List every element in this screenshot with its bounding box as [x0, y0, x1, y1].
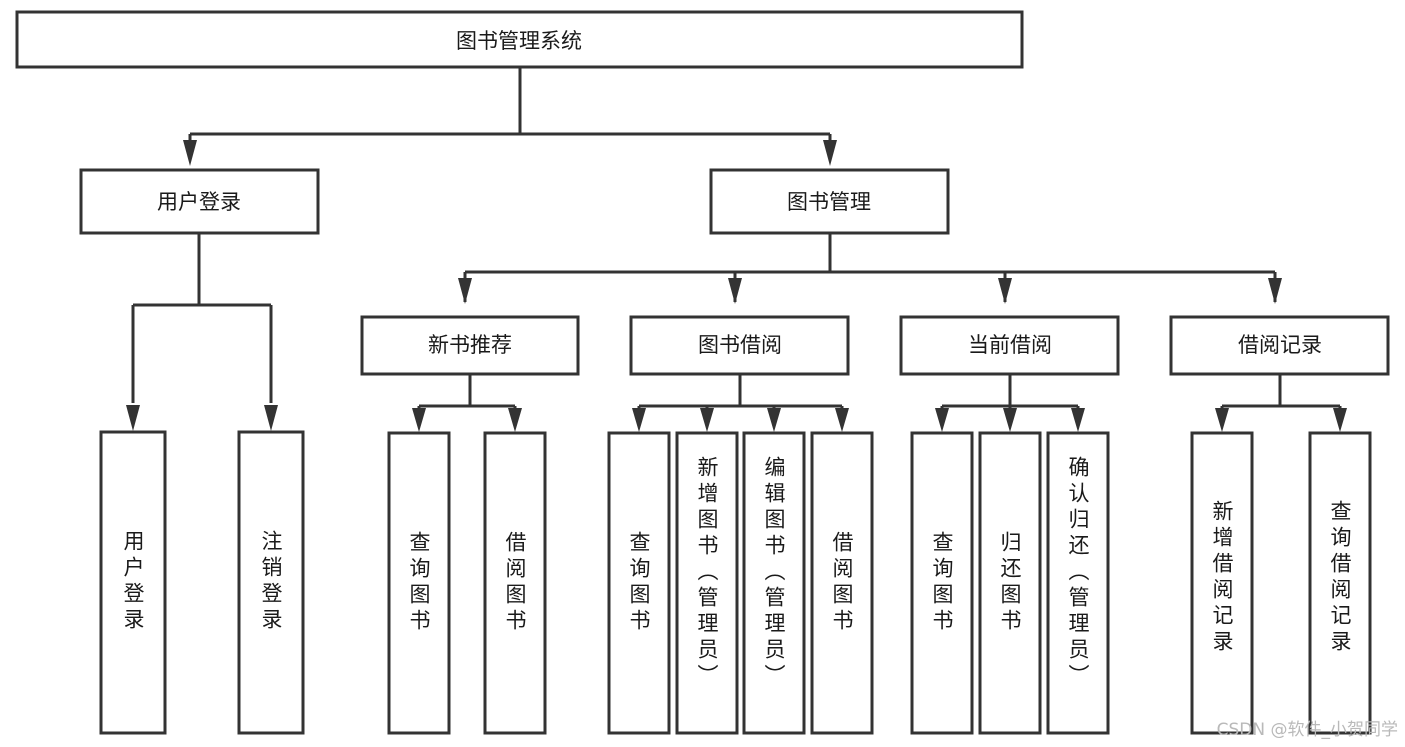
- node-user-login[interactable]: 用户登录: [79, 168, 320, 235]
- node-current-borrow-box[interactable]: [899, 315, 1120, 376]
- node-book-manage-label: 图书管理: [787, 190, 871, 214]
- node-leaf-query-book-3[interactable]: 查询图书: [910, 431, 974, 735]
- arrowhead-book-manage: [823, 140, 837, 166]
- node-book-manage[interactable]: 图书管理: [709, 168, 950, 235]
- node-leaf-add-record-label: 新增借阅记录: [1210, 500, 1234, 656]
- node-leaf-query-book-1[interactable]: 查询图书: [387, 431, 451, 735]
- node-leaf-borrow-book-2-box[interactable]: [810, 431, 874, 735]
- node-root-label: 图书管理系统: [456, 29, 582, 53]
- node-leaf-query-book-2[interactable]: 查询图书: [607, 431, 671, 735]
- node-leaf-borrow-book-1[interactable]: 借阅图书: [483, 431, 547, 735]
- node-leaf-add-book-label: 新增图书（管理员）: [695, 456, 719, 690]
- arrowhead-leaf-confirm-return: [1071, 408, 1085, 432]
- arrowhead-new-book-recommend: [458, 278, 472, 304]
- node-leaf-confirm-return-label: 确认归还（管理员）: [1066, 456, 1090, 690]
- arrowhead-leaf-borrow-book-2: [835, 408, 849, 432]
- arrowhead-leaf-user-logout: [264, 405, 278, 431]
- node-leaf-query-book-1-label: 查询图书: [407, 531, 431, 635]
- node-book-manage-box[interactable]: [709, 168, 950, 235]
- arrowhead-user-login: [183, 140, 197, 166]
- node-leaf-query-record-box[interactable]: [1308, 431, 1372, 735]
- node-borrow-record[interactable]: 借阅记录: [1169, 315, 1390, 376]
- node-leaf-user-logout-box[interactable]: [237, 430, 305, 735]
- node-new-book-recommend-box[interactable]: [360, 315, 580, 376]
- node-leaf-return-book-label: 归还图书: [998, 531, 1022, 635]
- node-book-borrow-label: 图书借阅: [698, 333, 782, 357]
- node-leaf-borrow-book-1-label: 借阅图书: [503, 531, 527, 635]
- arrowhead-leaf-query-book-3: [935, 408, 949, 432]
- node-leaf-borrow-book-1-box[interactable]: [483, 431, 547, 735]
- node-current-borrow[interactable]: 当前借阅: [899, 315, 1120, 376]
- node-leaf-query-book-2-box[interactable]: [607, 431, 671, 735]
- node-leaf-user-login-box[interactable]: [99, 430, 167, 735]
- node-user-login-label: 用户登录: [157, 190, 241, 214]
- node-leaf-query-book-1-box[interactable]: [387, 431, 451, 735]
- node-leaf-user-logout[interactable]: 注销登录: [237, 430, 305, 735]
- node-leaf-query-book-2-label: 查询图书: [627, 531, 651, 635]
- node-borrow-record-box[interactable]: [1169, 315, 1390, 376]
- node-leaf-borrow-book-2[interactable]: 借阅图书: [810, 431, 874, 735]
- node-leaf-query-book-3-label: 查询图书: [930, 531, 954, 635]
- node-current-borrow-label: 当前借阅: [968, 333, 1052, 357]
- arrowhead-layer: [126, 140, 1347, 432]
- node-leaf-edit-book[interactable]: 编辑图书（管理员）: [742, 431, 806, 735]
- arrowhead-leaf-query-book-2: [632, 408, 646, 432]
- arrowhead-leaf-query-record: [1333, 408, 1347, 432]
- node-leaf-add-book-box[interactable]: [675, 431, 739, 735]
- node-root[interactable]: 图书管理系统: [15, 10, 1024, 69]
- node-new-book-recommend[interactable]: 新书推荐: [360, 315, 580, 376]
- node-new-book-recommend-label: 新书推荐: [428, 333, 512, 357]
- node-leaf-query-book-3-box[interactable]: [910, 431, 974, 735]
- arrowhead-leaf-borrow-book-1: [508, 408, 522, 432]
- arrowhead-leaf-add-record: [1215, 408, 1229, 432]
- arrowhead-book-borrow: [728, 278, 742, 304]
- arrowhead-leaf-add-book: [700, 408, 714, 432]
- node-book-borrow[interactable]: 图书借阅: [629, 315, 850, 376]
- arrowhead-current-borrow: [998, 278, 1012, 304]
- node-leaf-edit-book-box[interactable]: [742, 431, 806, 735]
- node-leaf-edit-book-label: 编辑图书（管理员）: [762, 456, 786, 690]
- node-leaf-user-login[interactable]: 用户登录: [99, 430, 167, 735]
- csdn-watermark: CSDN @软件_小贺同学: [1217, 720, 1398, 740]
- node-root-box[interactable]: [15, 10, 1024, 69]
- node-leaf-add-record-box[interactable]: [1190, 431, 1254, 735]
- arrowhead-leaf-query-book-1: [412, 408, 426, 432]
- node-leaf-confirm-return-box[interactable]: [1046, 431, 1110, 735]
- node-leaf-borrow-book-2-label: 借阅图书: [830, 531, 854, 635]
- node-leaf-return-book[interactable]: 归还图书: [978, 431, 1042, 735]
- node-leaf-query-record-label: 查询借阅记录: [1328, 500, 1352, 656]
- node-leaf-add-record[interactable]: 新增借阅记录: [1190, 431, 1254, 735]
- arrowhead-leaf-return-book: [1003, 408, 1017, 432]
- node-leaf-query-record[interactable]: 查询借阅记录: [1308, 431, 1372, 735]
- node-leaf-return-book-box[interactable]: [978, 431, 1042, 735]
- node-leaf-user-logout-label: 注销登录: [259, 530, 283, 634]
- arrowhead-leaf-edit-book: [767, 408, 781, 432]
- node-user-login-box[interactable]: [79, 168, 320, 235]
- arrowhead-leaf-user-login: [126, 405, 140, 431]
- node-book-borrow-box[interactable]: [629, 315, 850, 376]
- node-leaf-confirm-return[interactable]: 确认归还（管理员）: [1046, 431, 1110, 735]
- arrowhead-borrow-record: [1268, 278, 1282, 304]
- node-leaf-user-login-label: 用户登录: [121, 530, 145, 634]
- node-borrow-record-label: 借阅记录: [1238, 333, 1322, 357]
- node-leaf-add-book[interactable]: 新增图书（管理员）: [675, 431, 739, 735]
